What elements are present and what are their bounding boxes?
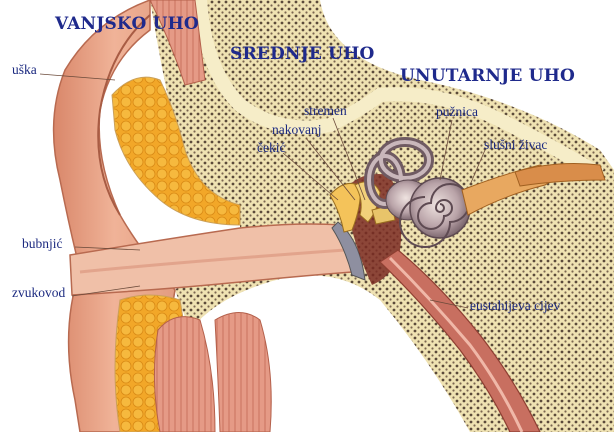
outer-ear-title: VANJSKO UHO [55,14,199,34]
cochlea-label: pužnica [436,104,478,120]
auricle-label: uška [12,62,37,78]
muscle-bundle-1 [154,317,215,432]
incus-label: nakovanj [272,122,322,138]
middle-ear-title: SREDNJE UHO [230,44,374,64]
stapes-label: stremen [304,103,347,119]
muscle-bundle-2 [215,313,271,432]
inner-ear-title: UNUTARNJE UHO [400,66,575,86]
ear-canal-label: zvukovod [12,285,65,301]
auditory-nerve-label: slušni živac [484,137,547,153]
eustachian-tube-label: eustahijeva cijev [470,298,560,314]
malleus-label: čekić [257,140,285,156]
eardrum-label: bubnjić [22,236,63,252]
